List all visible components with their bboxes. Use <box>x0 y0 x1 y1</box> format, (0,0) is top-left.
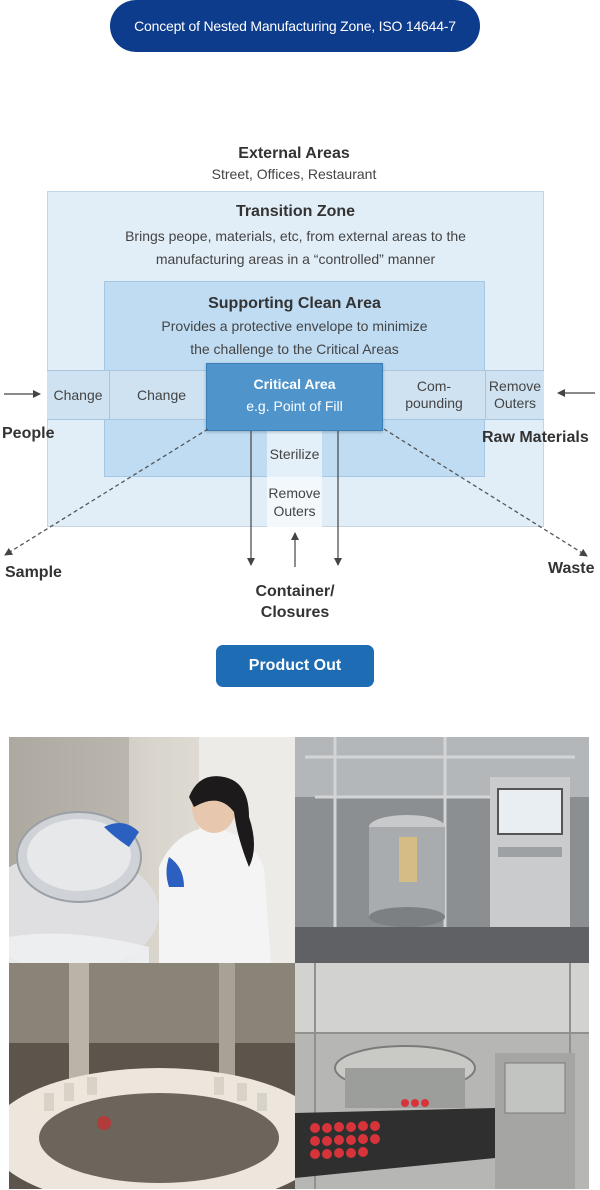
waste-label: Waste <box>548 560 595 577</box>
sample-out-arrow <box>4 428 209 556</box>
waste-out-arrow <box>383 428 588 557</box>
support-desc-line1: Provides a protective envelope to minimi… <box>161 318 428 334</box>
critical-area-subtitle: e.g. Point of Fill <box>246 398 343 414</box>
photo-vial-filling-wheel <box>9 963 295 1189</box>
transition-zone-description: Brings peope, materials, etc, from exter… <box>80 225 511 271</box>
supporting-clean-area-description: Provides a protective envelope to minimi… <box>120 315 469 361</box>
remove-outers-right-line2: Outers <box>493 395 536 411</box>
people-label: People <box>2 425 55 442</box>
container-line1: Container/ <box>255 583 335 600</box>
external-areas-title: External Areas <box>238 145 350 162</box>
critical-area-title: Critical Area <box>253 376 336 392</box>
container-line2: Closures <box>260 604 330 621</box>
transition-desc-line2: manufacturing areas in a “controlled” ma… <box>155 251 436 267</box>
critical-area-box: Critical Area e.g. Point of Fill <box>206 363 383 431</box>
support-desc-line2: the challenge to the Critical Areas <box>190 341 399 357</box>
sample-label: Sample <box>5 564 62 581</box>
photo-scientist-cryo-tank <box>9 737 295 963</box>
band-divider <box>109 370 110 420</box>
page-title: Concept of Nested Manufacturing Zone, IS… <box>110 0 480 52</box>
compounding-cell: Com-pounding <box>383 370 485 420</box>
transition-desc-line1: Brings peope, materials, etc, from exter… <box>125 228 466 244</box>
external-areas-subtitle: Street, Offices, Restaurant <box>211 166 377 182</box>
container-closures-label: Container/ Closures <box>240 581 350 623</box>
supporting-clean-area-title: Supporting Clean Area <box>208 295 381 312</box>
transition-zone-title: Transition Zone <box>235 203 356 220</box>
change-outer-cell: Change <box>53 386 103 403</box>
change-inner-cell: Change <box>136 386 187 403</box>
remove-outers-right-line1: Remove <box>488 378 542 394</box>
compounding-line2: pounding <box>405 395 463 411</box>
flow-arrows <box>4 389 595 567</box>
band-divider <box>485 370 486 420</box>
raw-materials-label: Raw Materials <box>482 429 589 446</box>
photo-filling-line <box>295 963 589 1189</box>
remove-outers-bottom-line2: Outers <box>273 503 316 519</box>
nested-zone-diagram: External Areas Street, Offices, Restaura… <box>0 135 600 695</box>
product-out-button[interactable]: Product Out <box>216 645 374 687</box>
photo-bioreactor <box>295 737 589 963</box>
remove-outers-bottom-line1: Remove <box>268 485 321 501</box>
sterilize-box: Sterilize <box>267 431 322 477</box>
compounding-line1: Com- <box>416 378 452 394</box>
photo-grid <box>9 737 589 1189</box>
